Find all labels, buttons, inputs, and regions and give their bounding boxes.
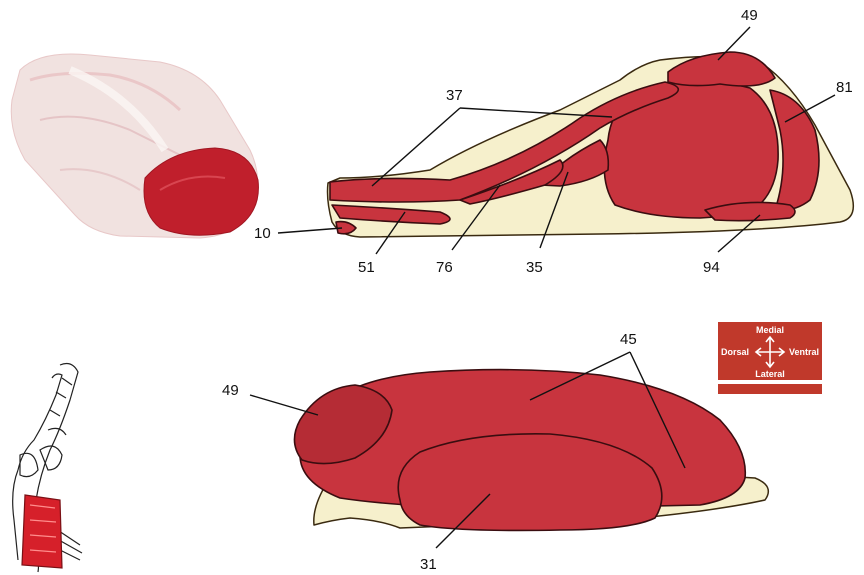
label-94: 94 [703, 259, 720, 276]
label-45: 45 [620, 331, 637, 348]
label-76: 76 [436, 259, 453, 276]
label-51: 51 [358, 259, 375, 276]
orientation-medial: Medial [756, 325, 784, 335]
orientation-lateral: Lateral [755, 369, 785, 379]
raw-cut-photo [11, 54, 258, 238]
label-81: 81 [836, 79, 853, 96]
top-cross-section: 37 49 81 10 51 76 35 94 [254, 7, 853, 276]
bottom-cross-section: 49 45 31 [222, 331, 768, 573]
label-49-top: 49 [741, 7, 758, 24]
label-31: 31 [420, 556, 437, 573]
carcass-locator-image [13, 364, 82, 572]
leader-10 [278, 228, 342, 233]
orientation-box: Medial Dorsal Ventral Lateral [718, 322, 822, 394]
leader-49-bottom [250, 395, 318, 415]
label-37: 37 [446, 87, 463, 104]
label-10: 10 [254, 225, 271, 242]
label-49-bottom: 49 [222, 382, 239, 399]
orientation-bar [718, 384, 822, 394]
orientation-ventral: Ventral [789, 347, 819, 357]
label-35: 35 [526, 259, 543, 276]
orientation-dorsal: Dorsal [721, 347, 749, 357]
